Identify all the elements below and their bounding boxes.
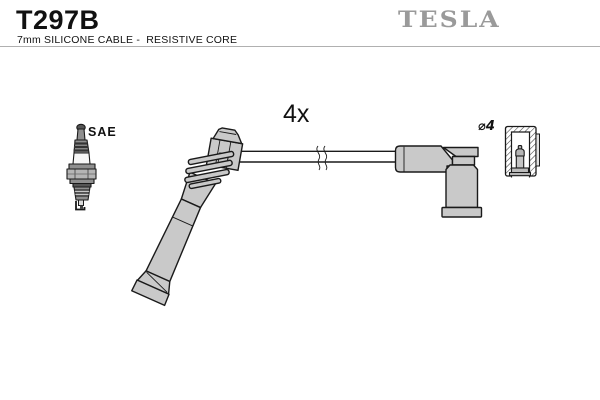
tesla-logo: TESLA	[398, 7, 501, 33]
pencil-boot-drawing	[131, 127, 244, 307]
terminal-cross-section-drawing	[504, 125, 540, 178]
spark-plug-standard-label: SAE	[88, 125, 117, 139]
part-number: T297B	[16, 5, 100, 35]
elbow-boot-drawing	[394, 145, 483, 218]
spark-plug-drawing	[66, 123, 97, 211]
quantity-label: 4x	[283, 100, 310, 128]
header-divider	[0, 46, 600, 47]
ignition-cable-drawing	[238, 145, 396, 171]
cable-spec-subtitle: 7mm SILICONE CABLE - RESISTIVE CORE	[17, 34, 238, 46]
terminal-diameter-label: ⌀4	[478, 119, 495, 134]
